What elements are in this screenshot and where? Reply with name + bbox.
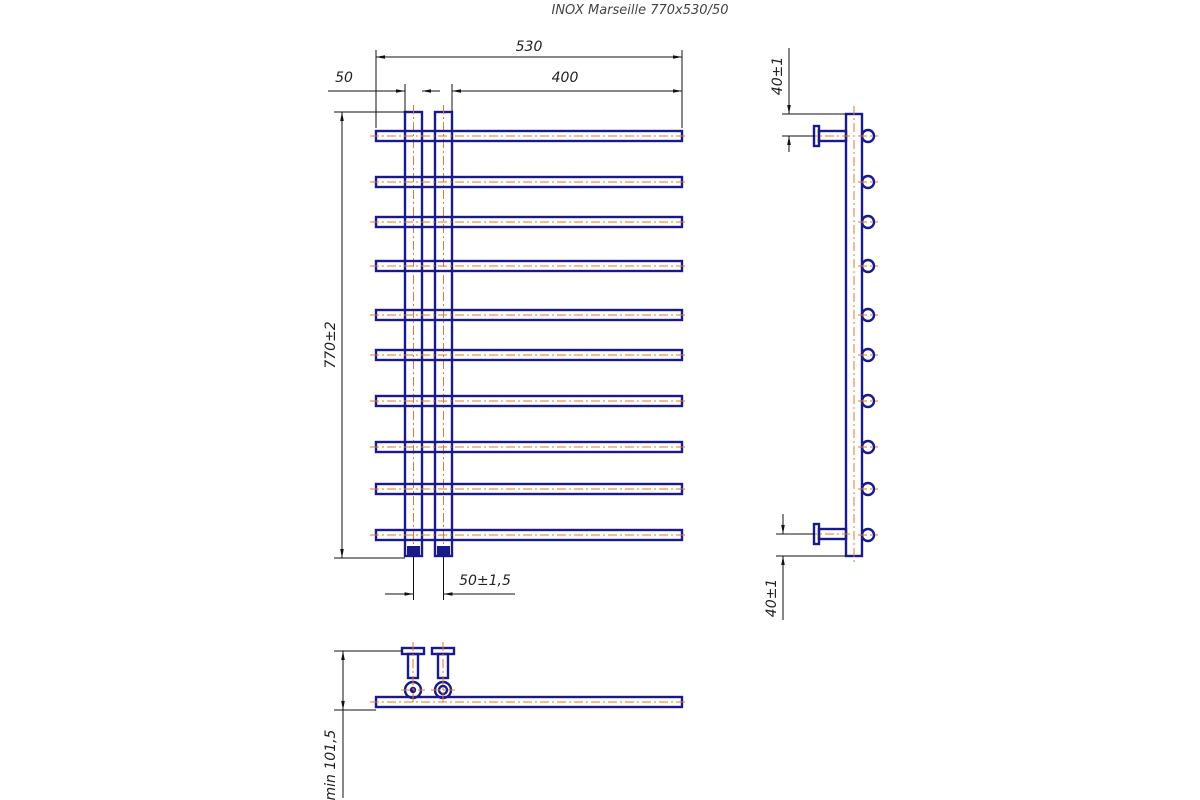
top-view: min 101,5	[323, 642, 688, 800]
drawing-title: INOX Marseille 770x530/50	[552, 3, 729, 18]
dim-connection-spacing: 50±1,5	[385, 556, 515, 600]
side-rail-section	[858, 128, 878, 144]
dim-overall-width-label: 530	[516, 39, 543, 55]
side-view: 40±1 40±1	[764, 48, 878, 620]
left-mounting-post	[400, 642, 426, 705]
front-view: 530 50 400 770±2 50±1	[323, 39, 688, 600]
right-mounting-post	[430, 642, 456, 705]
dim-bar-length: 400	[451, 70, 682, 112]
dim-height: 770±2	[323, 111, 405, 559]
dim-top-bracket: 40±1	[770, 48, 846, 152]
horizontal-rail	[370, 215, 688, 229]
side-rail-section	[858, 307, 878, 323]
horizontal-rail	[370, 308, 688, 322]
dim-bottom-bracket-label: 40±1	[764, 579, 780, 617]
horizontal-rail	[370, 259, 688, 273]
side-rail-section	[858, 174, 878, 190]
side-rail-sections	[858, 128, 878, 543]
dim-top-bracket-label: 40±1	[770, 57, 786, 95]
side-rail-section	[858, 393, 878, 409]
side-rail-section	[858, 347, 878, 363]
side-rail-section	[858, 527, 878, 543]
vertical-collectors	[403, 105, 454, 565]
horizontal-rails	[370, 129, 688, 542]
dim-offset-label: 50	[335, 70, 353, 86]
horizontal-rail	[370, 394, 688, 408]
dim-overall-width: 530	[375, 39, 683, 128]
left-connection-nipple	[407, 546, 420, 556]
side-rail-section	[858, 214, 878, 230]
horizontal-rail	[370, 129, 688, 143]
dim-bottom-bracket: 40±1	[764, 514, 846, 620]
side-rail-section	[858, 439, 878, 455]
horizontal-rail	[370, 440, 688, 454]
horizontal-rail	[370, 482, 688, 496]
horizontal-rail	[370, 175, 688, 189]
dim-height-label: 770±2	[323, 321, 339, 368]
dim-wall-distance-label: min 101,5	[323, 729, 339, 800]
side-rail-section	[858, 481, 878, 497]
side-rail-section	[858, 258, 878, 274]
dim-connection-spacing-label: 50±1,5	[459, 573, 511, 589]
right-connection-nipple	[437, 546, 450, 556]
dim-wall-distance: min 101,5	[323, 650, 402, 800]
dim-offset: 50	[328, 70, 440, 112]
horizontal-rail	[370, 528, 688, 542]
horizontal-rail	[370, 348, 688, 362]
dim-bar-length-label: 400	[552, 70, 579, 86]
